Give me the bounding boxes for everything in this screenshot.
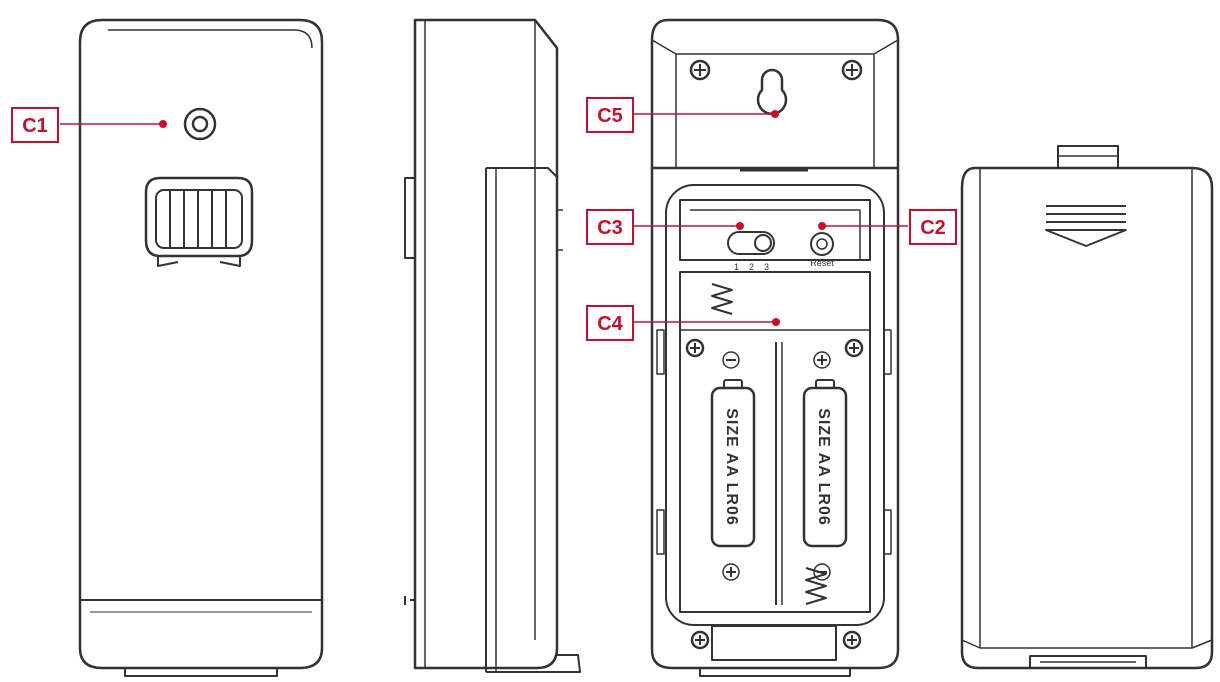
spring-icon bbox=[711, 283, 733, 315]
screw-icon bbox=[690, 630, 710, 650]
callout-c3-box bbox=[586, 209, 634, 245]
callout-c1-box bbox=[11, 107, 59, 143]
battery-2-label: SIZE AA LR06 bbox=[815, 408, 832, 526]
grip-lines bbox=[1045, 205, 1127, 247]
battery-1 bbox=[710, 379, 756, 548]
switch-mark: 2 bbox=[749, 262, 754, 272]
callout-c1-label: C1 bbox=[22, 115, 48, 137]
polarity-minus-icon bbox=[813, 563, 831, 581]
wall-mount-slot bbox=[144, 176, 254, 267]
screw-icon bbox=[685, 338, 705, 358]
switch-mark: 3 bbox=[764, 262, 769, 272]
callout-c2-label: C2 bbox=[920, 217, 946, 239]
screw-icon bbox=[689, 59, 711, 81]
switch-mark: 1 bbox=[734, 262, 739, 272]
callout-c4-box bbox=[586, 305, 634, 341]
battery-2 bbox=[802, 379, 848, 548]
side-view bbox=[404, 18, 581, 673]
reset-button bbox=[810, 232, 834, 256]
callout-c4-label: C4 bbox=[597, 313, 623, 335]
front-view bbox=[78, 18, 324, 677]
screw-icon bbox=[844, 338, 864, 358]
battery-1-label: SIZE AA LR06 bbox=[723, 408, 740, 526]
back-view-open bbox=[650, 18, 900, 677]
polarity-plus-icon bbox=[722, 563, 740, 581]
screw-icon bbox=[841, 59, 863, 81]
callout-c5-box bbox=[586, 97, 634, 133]
polarity-minus-icon bbox=[722, 351, 740, 369]
screw-icon bbox=[842, 630, 862, 650]
led-indicator bbox=[183, 107, 217, 141]
channel-switch bbox=[727, 231, 775, 255]
keyhole-icon bbox=[756, 68, 788, 116]
callout-c3-label: C3 bbox=[597, 217, 623, 239]
polarity-plus-icon bbox=[813, 351, 831, 369]
spring-icon bbox=[805, 567, 827, 605]
battery-cover-view bbox=[960, 145, 1214, 670]
callout-c5-label: C5 bbox=[597, 105, 623, 127]
reset-label: Reset bbox=[810, 258, 834, 268]
callout-c2-box bbox=[909, 209, 957, 245]
